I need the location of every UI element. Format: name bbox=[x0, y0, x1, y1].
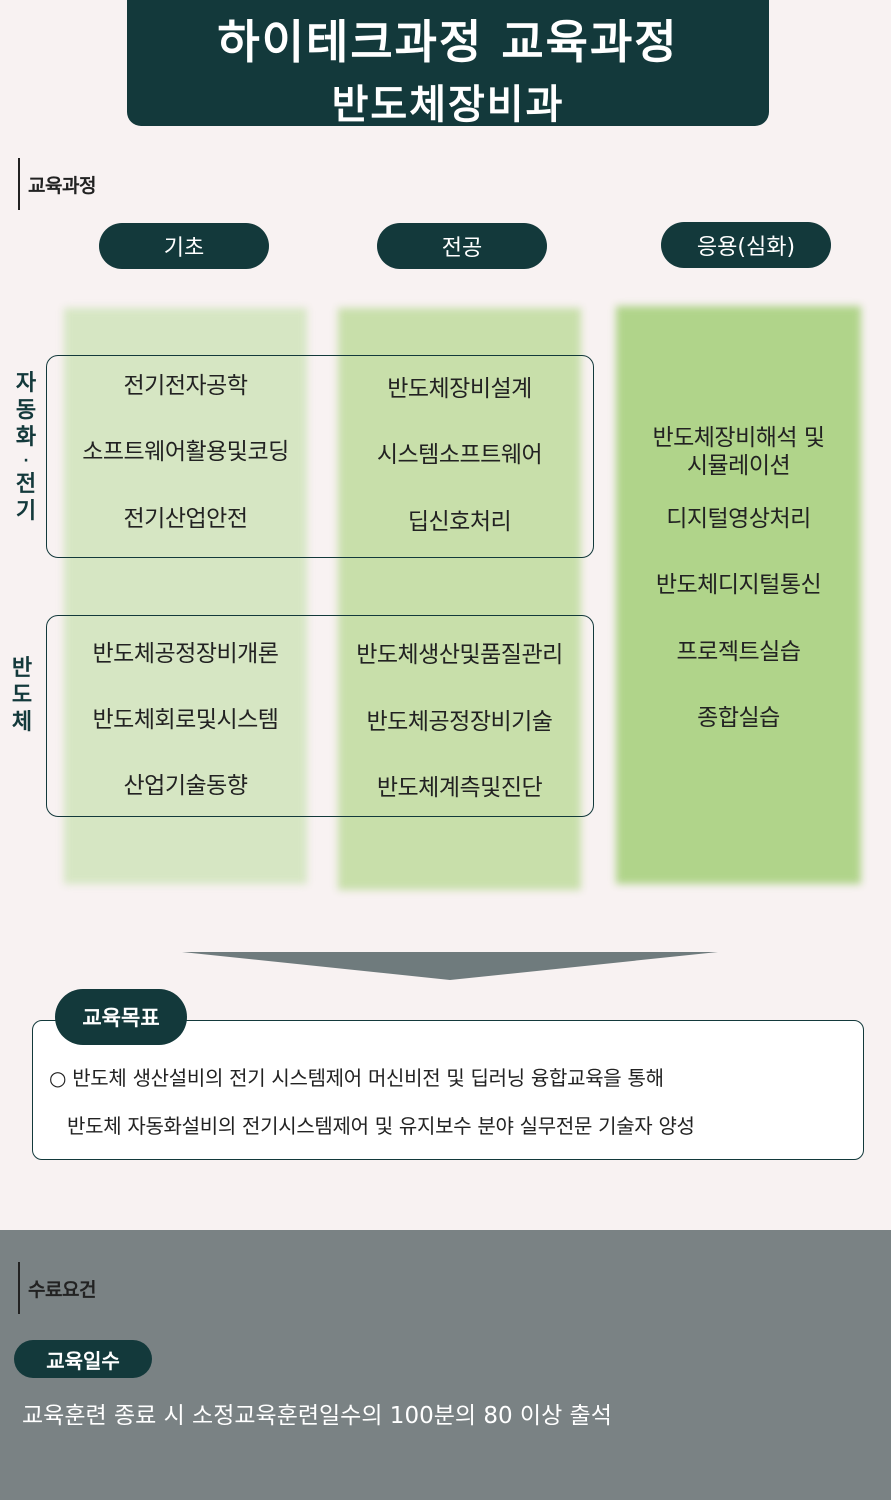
course-item: 시스템소프트웨어 bbox=[376, 442, 543, 468]
course-item: 전기전자공학 bbox=[123, 373, 248, 399]
heading-bar bbox=[18, 1262, 20, 1314]
page-title: 하이테크과정 교육과정 bbox=[217, 15, 679, 69]
course-item: 산업기술동향 bbox=[123, 773, 248, 799]
department-title: 반도체장비과 bbox=[331, 82, 565, 128]
group-label-char: 동 bbox=[15, 398, 37, 423]
course-item: 반도체장비설계 bbox=[387, 376, 532, 402]
group-semiconductor-box bbox=[46, 615, 594, 817]
column-basic-bg bbox=[64, 308, 307, 884]
heading-bar bbox=[18, 158, 20, 210]
column-major-bg bbox=[338, 308, 581, 890]
category-major: 전공 bbox=[377, 223, 547, 269]
title-banner: 하이테크과정 교육과정 반도체장비과 bbox=[127, 0, 769, 128]
course-item: 전기산업안전 bbox=[123, 506, 248, 532]
course-item: 반도체회로및시스템 bbox=[92, 707, 279, 733]
course-item: 프로젝트실습 bbox=[676, 639, 801, 665]
group-label-char: 화 bbox=[15, 425, 37, 450]
group-label-char: 반 bbox=[11, 656, 33, 681]
group-automation-box bbox=[46, 355, 594, 558]
course-item: 반도체장비해석 및 시뮬레이션 bbox=[652, 425, 825, 479]
down-arrow-icon bbox=[182, 952, 718, 980]
group-label-char: 자 bbox=[15, 371, 37, 396]
group-label-char: · bbox=[23, 453, 29, 469]
days-requirement-text: 교육훈련 종료 시 소정교육훈련일수의 100분의 80 이상 출석 bbox=[22, 1403, 612, 1429]
course-item: 디지털영상처리 bbox=[666, 506, 811, 532]
group-automation-label: 자 동 화 · 전 기 bbox=[12, 370, 40, 525]
course-item: 반도체공정장비개론 bbox=[92, 641, 279, 667]
category-advanced: 응용(심화) bbox=[661, 222, 831, 268]
group-label-char: 체 bbox=[11, 710, 33, 735]
group-label-char: 전 bbox=[15, 472, 37, 497]
course-item: 반도체계측및진단 bbox=[376, 775, 543, 801]
course-item: 딥신호처리 bbox=[407, 509, 512, 535]
days-label: 교육일수 bbox=[14, 1340, 152, 1378]
curriculum-heading: 교육과정 bbox=[18, 158, 96, 210]
category-basic: 기초 bbox=[99, 223, 269, 269]
group-label-char: 도 bbox=[11, 683, 33, 708]
course-item: 종합실습 bbox=[697, 705, 780, 731]
curriculum-heading-label: 교육과정 bbox=[28, 174, 96, 197]
goal-box: ○ 반도체 생산설비의 전기 시스템제어 머신비전 및 딥러닝 융합교육을 통해… bbox=[32, 1020, 864, 1160]
course-item: 반도체디지털통신 bbox=[655, 572, 822, 598]
requirements-heading-label: 수료요건 bbox=[28, 1278, 96, 1301]
column-advanced-bg bbox=[616, 306, 861, 884]
goal-line-1: ○ 반도체 생산설비의 전기 시스템제어 머신비전 및 딥러닝 융합교육을 통해 bbox=[49, 1066, 664, 1090]
course-item: 반도체공정장비기술 bbox=[366, 709, 553, 735]
group-semiconductor-label: 반 도 체 bbox=[8, 655, 36, 736]
group-label-char: 기 bbox=[15, 499, 37, 524]
course-item: 반도체생산및품질관리 bbox=[356, 642, 563, 668]
course-item: 소프트웨어활용및코딩 bbox=[82, 439, 289, 465]
requirements-heading: 수료요건 bbox=[18, 1262, 96, 1314]
goal-line-2: 반도체 자동화설비의 전기시스템제어 및 유지보수 분야 실무전문 기술자 양성 bbox=[67, 1114, 695, 1138]
goal-label: 교육목표 bbox=[55, 989, 187, 1045]
